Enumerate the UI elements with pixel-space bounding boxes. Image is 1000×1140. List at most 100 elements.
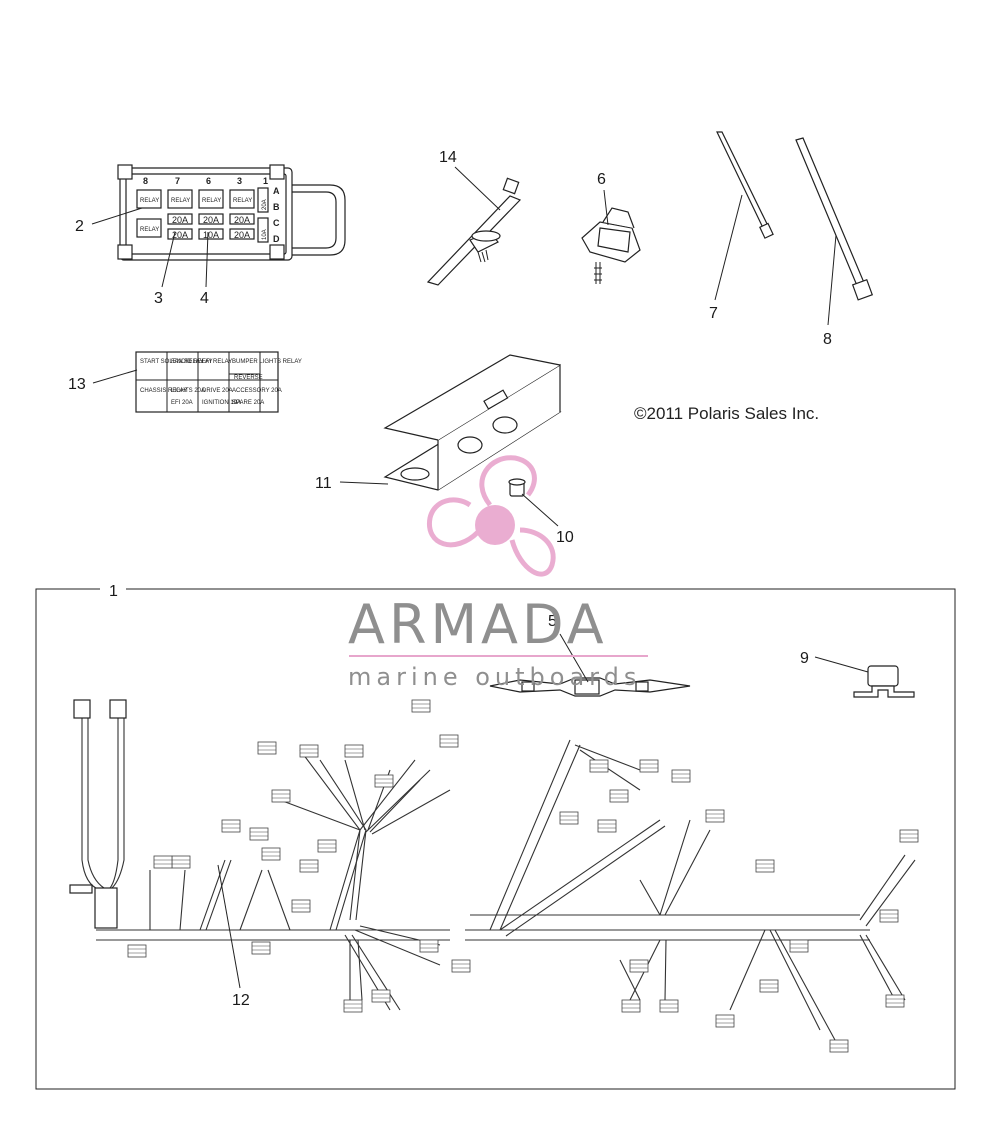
relay-label: RELAY [233,198,252,204]
armada-watermark: ARMADA marine outboards [348,593,648,691]
connector-tag [589,759,609,773]
fuse-row-letter: C [273,218,280,228]
fuse-slot-number: 7 [175,176,180,186]
card-cell: START SOLENOID RELAY [140,359,213,365]
connector-tag [885,994,905,1008]
callout-5: 5 [548,613,557,630]
connector-tag [411,699,431,713]
fuse-rating: 20A [262,199,268,210]
fuse-rating: 20A [234,230,250,240]
card-cell: LIGHTS 20A [171,388,205,394]
cable-tie-large [795,137,874,301]
connector-tag [659,999,679,1013]
card-cell: IGNITION 10A [202,400,241,406]
fuse-socket [257,217,269,243]
connector-tag [671,769,691,783]
connector-tag [221,819,241,833]
relay-label: RELAY [140,227,159,233]
connector-tag [439,734,459,748]
watermark-subtitle: marine outboards [348,663,641,691]
connector-tag [879,909,899,923]
connector-tag [629,959,649,973]
inline-connector [489,677,691,697]
fuse-rating: 20A [172,215,188,225]
fuse-slot-number: 8 [143,176,148,186]
connector-tag [597,819,617,833]
connector-tag [299,859,319,873]
connector-tag [344,744,364,758]
callout-9: 9 [800,650,809,667]
relay-label: RELAY [171,198,190,204]
callout-4: 4 [200,290,209,307]
fuse-rating: 20A [203,215,219,225]
wire-clip [581,207,641,284]
fuse-socket [167,228,193,240]
callout-2: 2 [75,218,84,235]
main-wiring-harness [69,699,919,1053]
callout-8: 8 [823,331,832,348]
connector-tag [705,809,725,823]
connector-tag [291,899,311,913]
card-cell: EFI RELAY [202,359,232,365]
connector-tag [559,811,579,825]
fuse-slot-number: 1 [263,176,268,186]
fuse-socket [167,213,193,225]
connector-tag [451,959,471,973]
fuse-socket [198,213,224,225]
fuse-row-letter: D [273,234,280,244]
connector-tag [171,855,191,869]
card-cell: EFI 20A [171,400,193,406]
connector-tag [609,789,629,803]
fuse-slot-number: 3 [237,176,242,186]
callout-leaders [91,166,869,989]
callout-6: 6 [597,171,606,188]
connector-tag [257,741,277,755]
fuse-rating: 20A [172,230,188,240]
cable-tie-small [716,131,774,239]
connector-tag [249,827,269,841]
callout-11: 11 [315,475,332,492]
card-cell: BUMPER LIGHTS RELAY [232,359,302,365]
connector-tag [755,859,775,873]
connector-tag [317,839,337,853]
armada-logo-icon [427,455,556,577]
callout-10: 10 [556,529,574,546]
fuse-row-letter: A [273,186,280,196]
relay-socket [198,189,224,209]
callout-14: 14 [439,149,457,166]
connector-tag [371,989,391,1003]
fuse-socket [229,213,255,225]
push-rivet [508,478,526,497]
card-cell: SPARE 20A [232,400,264,406]
fuse-socket [257,187,269,213]
relay-socket [229,189,255,209]
connector-tag [343,999,363,1013]
circuit-breaker [853,665,915,698]
fuse-socket [198,228,224,240]
relay-socket [136,189,162,209]
callout-7: 7 [709,305,718,322]
card-cell: REVERSE [234,375,263,381]
connector-tag [261,847,281,861]
connector-tag [621,999,641,1013]
fuse-slot-number: 6 [206,176,211,186]
connector-tag [789,939,809,953]
card-cell: DRIVE 20A [202,388,233,394]
relay-label: RELAY [140,198,159,204]
callout-1: 1 [109,583,118,600]
copyright-text: ©2011 Polaris Sales Inc. [634,404,819,423]
card-cell: CHASSIS RELAY [140,388,187,394]
relay-socket [136,218,162,238]
connector-tag [251,941,271,955]
fuse-rating: 10A [203,230,219,240]
connector-tag [374,774,394,788]
card-cell: FAN RELAY [171,359,204,365]
fuse-rating: 10A [262,229,268,240]
callout-3: 3 [154,290,163,307]
connector-tag [829,1039,849,1053]
connector-tag [759,979,779,993]
